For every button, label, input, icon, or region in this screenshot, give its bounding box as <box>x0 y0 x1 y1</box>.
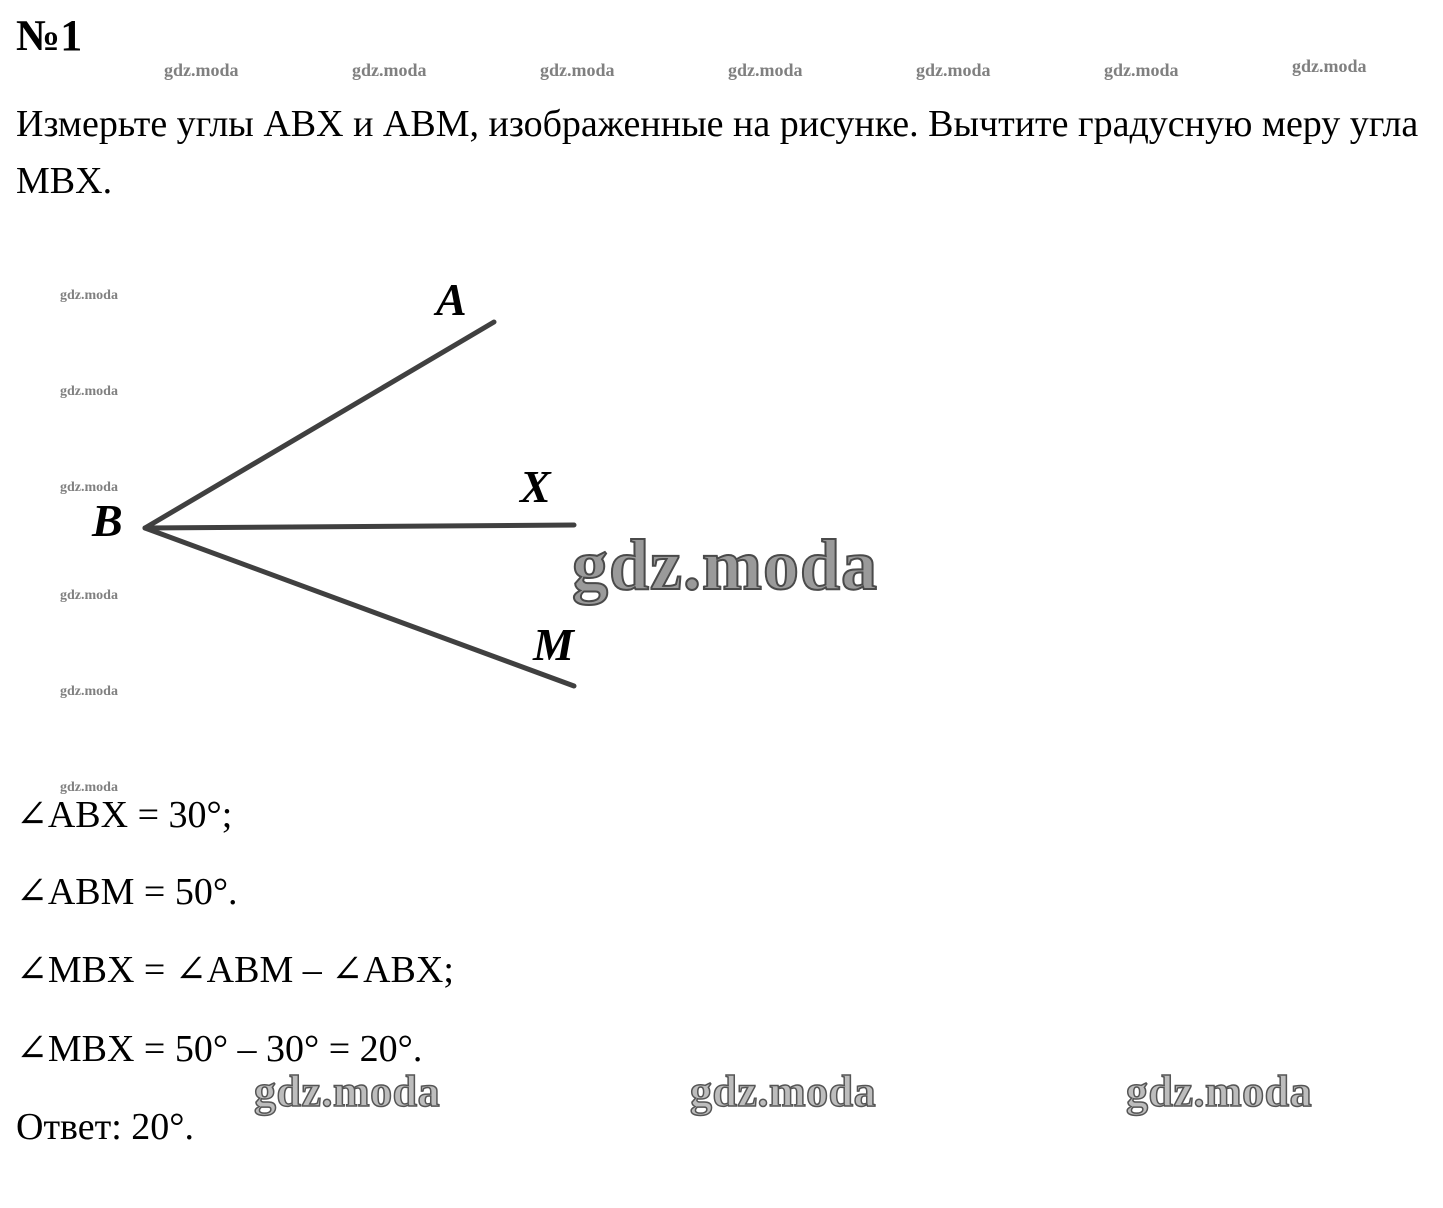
watermark: gdz.moda <box>253 1066 441 1117</box>
label-x: X <box>518 461 552 512</box>
solution-line: ∠MBX = ∠ABM – ∠ABX; <box>16 949 454 991</box>
watermark: gdz.moda <box>60 588 118 603</box>
watermark: gdz.moda <box>689 1066 877 1117</box>
watermark: gdz.moda <box>571 524 879 606</box>
ray-bm <box>142 525 577 689</box>
answer-line: Ответ: 20°. <box>16 1106 194 1148</box>
label-a: A <box>433 274 467 325</box>
watermark: gdz.moda <box>352 60 427 80</box>
watermark: gdz.moda <box>60 384 118 399</box>
watermark: gdz.moda <box>916 60 991 80</box>
solution-line: ∠MBX = 50° – 30° = 20°. <box>16 1028 423 1070</box>
label-m: M <box>532 619 576 670</box>
task-text: Измерьте углы ABX и ABM, изображенные на… <box>16 103 1419 202</box>
ray-bx <box>142 522 577 531</box>
watermark: gdz.moda <box>60 780 118 795</box>
ray-ba <box>142 319 497 531</box>
label-b: B <box>91 495 123 546</box>
watermark: gdz.moda <box>540 60 615 80</box>
angle-diagram: A B X M <box>91 274 577 689</box>
watermark: gdz.moda <box>728 60 803 80</box>
watermark: gdz.moda <box>1104 60 1179 80</box>
watermark: gdz.moda <box>60 480 118 495</box>
task-number: №1 <box>16 11 83 60</box>
watermark: gdz.moda <box>1125 1066 1313 1117</box>
solution-line: ∠ABM = 50°. <box>16 871 238 913</box>
solution-line: ∠ABX = 30°; <box>16 794 233 836</box>
watermark: gdz.moda <box>1292 56 1367 76</box>
watermark: gdz.moda <box>60 288 118 303</box>
watermark: gdz.moda <box>164 60 239 80</box>
watermark: gdz.moda <box>60 684 118 699</box>
